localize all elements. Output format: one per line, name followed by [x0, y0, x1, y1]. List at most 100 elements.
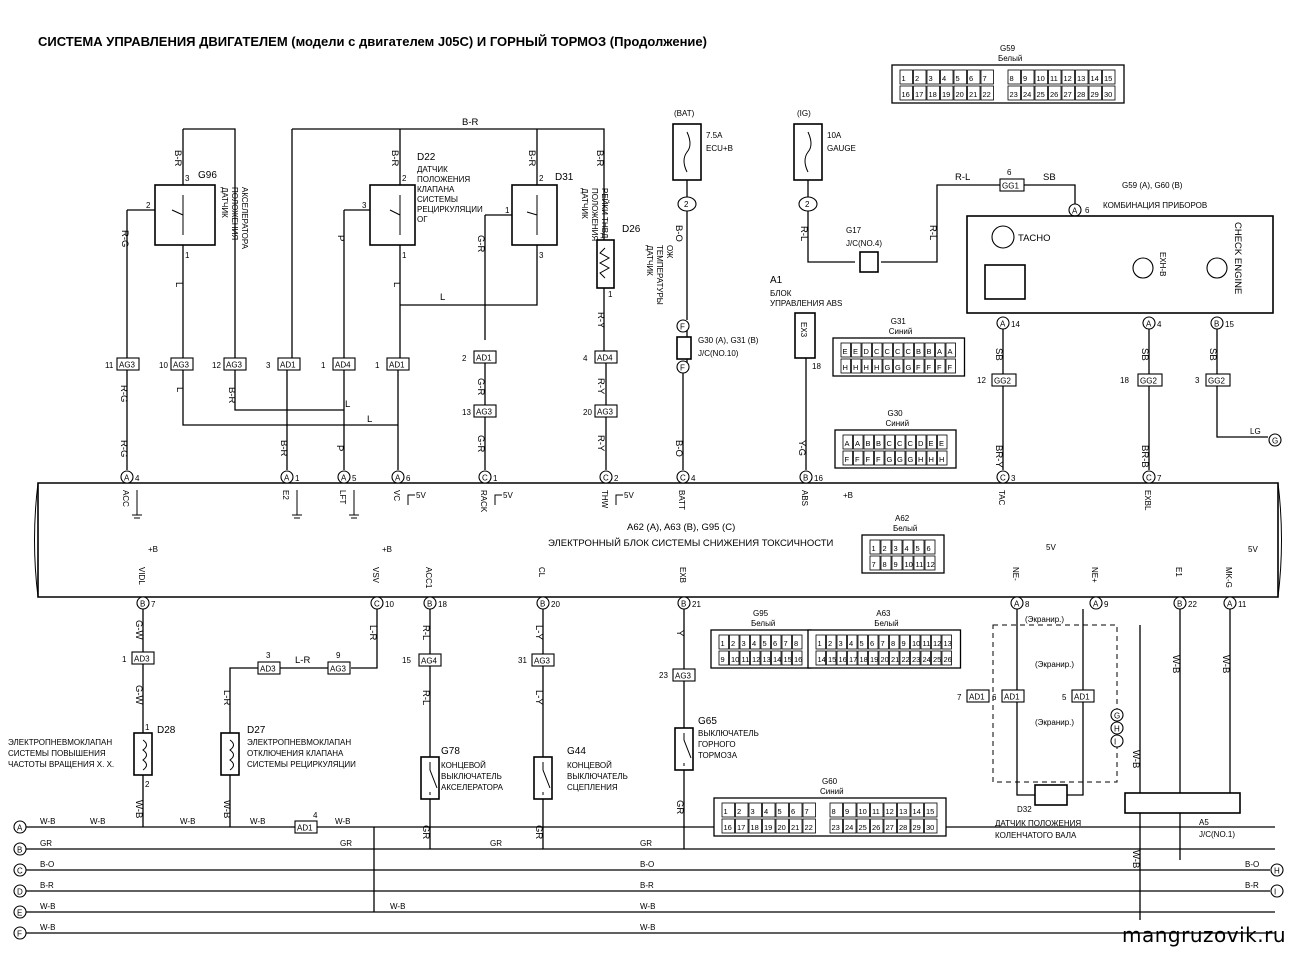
cavity-label: 8 — [832, 807, 836, 816]
a1-desc: УПРАВЛЕНИЯ ABS — [770, 299, 842, 308]
cavity — [775, 818, 789, 834]
cavity-label: F — [845, 455, 850, 464]
tag-frame — [131, 651, 155, 665]
junction-tag-ad1: AD1 — [966, 689, 990, 703]
g65-switch — [683, 733, 692, 766]
cavity-label: 11 — [1050, 74, 1058, 83]
cavity — [739, 650, 750, 666]
cavity — [802, 802, 816, 818]
cavity-label: 7 — [881, 639, 885, 648]
cavity-label: 11 — [916, 560, 924, 569]
tag-pin: 7 — [957, 693, 962, 702]
connector-letter: F — [17, 930, 22, 939]
a1-pin: EX3 — [799, 322, 808, 338]
cavity-label: G — [885, 363, 891, 372]
connector-letter: H — [1274, 867, 1280, 876]
connector-view-color: Синий — [886, 419, 910, 428]
pin-num: 3 — [185, 174, 190, 183]
g78-desc: КОНЦЕВОЙ — [441, 761, 486, 770]
cavity — [869, 539, 881, 555]
cavity-label: 13 — [1077, 74, 1085, 83]
cavity — [899, 650, 910, 666]
cavity — [789, 802, 803, 818]
bus-wire-label: GR — [340, 839, 352, 848]
cavity-label: 29 — [913, 823, 921, 832]
g30g31-box — [676, 336, 692, 360]
pin-num: 2 — [539, 174, 544, 183]
ecu-pin-vsv: C — [370, 596, 384, 610]
cluster-pin: A — [996, 316, 1010, 330]
wire-label: B-O — [673, 440, 684, 457]
connector-ring — [1110, 734, 1124, 748]
cavity-label: A — [855, 439, 860, 448]
junction-tag-ad1: AD1 — [1071, 689, 1095, 703]
cavity — [895, 434, 906, 450]
junction-tag-ad1: AD1 — [294, 820, 318, 834]
a5-box — [1124, 792, 1241, 814]
wire-label: W-B — [1130, 850, 1141, 868]
cavity — [903, 358, 914, 374]
cavity — [868, 634, 879, 650]
tag-pin: 4 — [313, 811, 318, 820]
cavity-label: 12 — [886, 807, 894, 816]
tag-text: AD1 — [280, 361, 296, 370]
ecu-label: ЭЛЕКТРОННЫЙ БЛОК СИСТЕМЫ СНИЖЕНИЯ ТОКСИЧ… — [548, 537, 834, 549]
bus-wire-label: W-B — [180, 817, 195, 826]
cavity — [926, 450, 937, 466]
cavity-label: 13 — [763, 655, 771, 664]
cavity-label: 21 — [791, 823, 799, 832]
cavity — [916, 450, 927, 466]
cavity-label: 18 — [860, 655, 868, 664]
plus-b-label: +B — [843, 491, 853, 500]
cavity-label: 5 — [916, 544, 920, 553]
tag-text: AG3 — [119, 361, 136, 370]
cavity-label: 3 — [742, 639, 746, 648]
cavity-label: 27 — [886, 823, 894, 832]
g96-box — [154, 184, 216, 246]
tag-frame — [170, 357, 194, 371]
cavity — [870, 802, 884, 818]
tag-pin: 3 — [266, 651, 271, 660]
cavity — [937, 434, 948, 450]
wire-label: L-Y — [533, 690, 544, 705]
cavity-label: 2 — [883, 544, 887, 553]
cavity — [760, 650, 771, 666]
connector-ring — [1142, 470, 1156, 484]
cavity-label: 3 — [929, 74, 933, 83]
g96-potentiometer — [171, 195, 184, 235]
tag-text: AD1 — [1074, 693, 1090, 702]
ecu-pin-name: BATT — [677, 490, 686, 510]
cavity-label: 2 — [915, 74, 919, 83]
cavity-label: 2 — [737, 807, 741, 816]
ecu-pin-e1: B — [1173, 596, 1187, 610]
cavity-label: 21 — [891, 655, 899, 664]
cavity-label: A — [937, 347, 942, 356]
cavity-label: 3 — [751, 807, 755, 816]
wire-label: GR — [420, 825, 431, 839]
cavity — [878, 634, 889, 650]
cavity — [924, 358, 935, 374]
cavity-label: 18 — [751, 823, 759, 832]
ecu-pin-number: 22 — [1188, 600, 1197, 609]
ecu-pin-acc: A — [120, 470, 134, 484]
d32-wires — [1016, 609, 1084, 796]
ecu-pin-e2: A — [280, 470, 294, 484]
cavity-label: 10 — [1037, 74, 1045, 83]
bus-wire-label: B-O — [1245, 860, 1259, 869]
cavity-label: 13 — [944, 639, 952, 648]
tacho-body — [984, 264, 1026, 300]
shield-label: (Экранир.) — [1035, 718, 1074, 727]
tag-frame — [327, 661, 351, 675]
cavity-label: 19 — [764, 823, 772, 832]
g44-desc: КОНЦЕВОЙ — [567, 761, 612, 770]
connector-letter: C — [482, 474, 488, 483]
g78-id: G78 — [441, 746, 460, 757]
ecu-pin-name: E1 — [1174, 567, 1183, 577]
cavity-label: 4 — [905, 544, 909, 553]
ecu-pin-number: 8 — [1025, 600, 1030, 609]
d22-desc: ДАТЧИК — [417, 165, 448, 174]
tag-pin: 11 — [105, 361, 114, 370]
shield-label: (Экранир.) — [1035, 660, 1074, 669]
